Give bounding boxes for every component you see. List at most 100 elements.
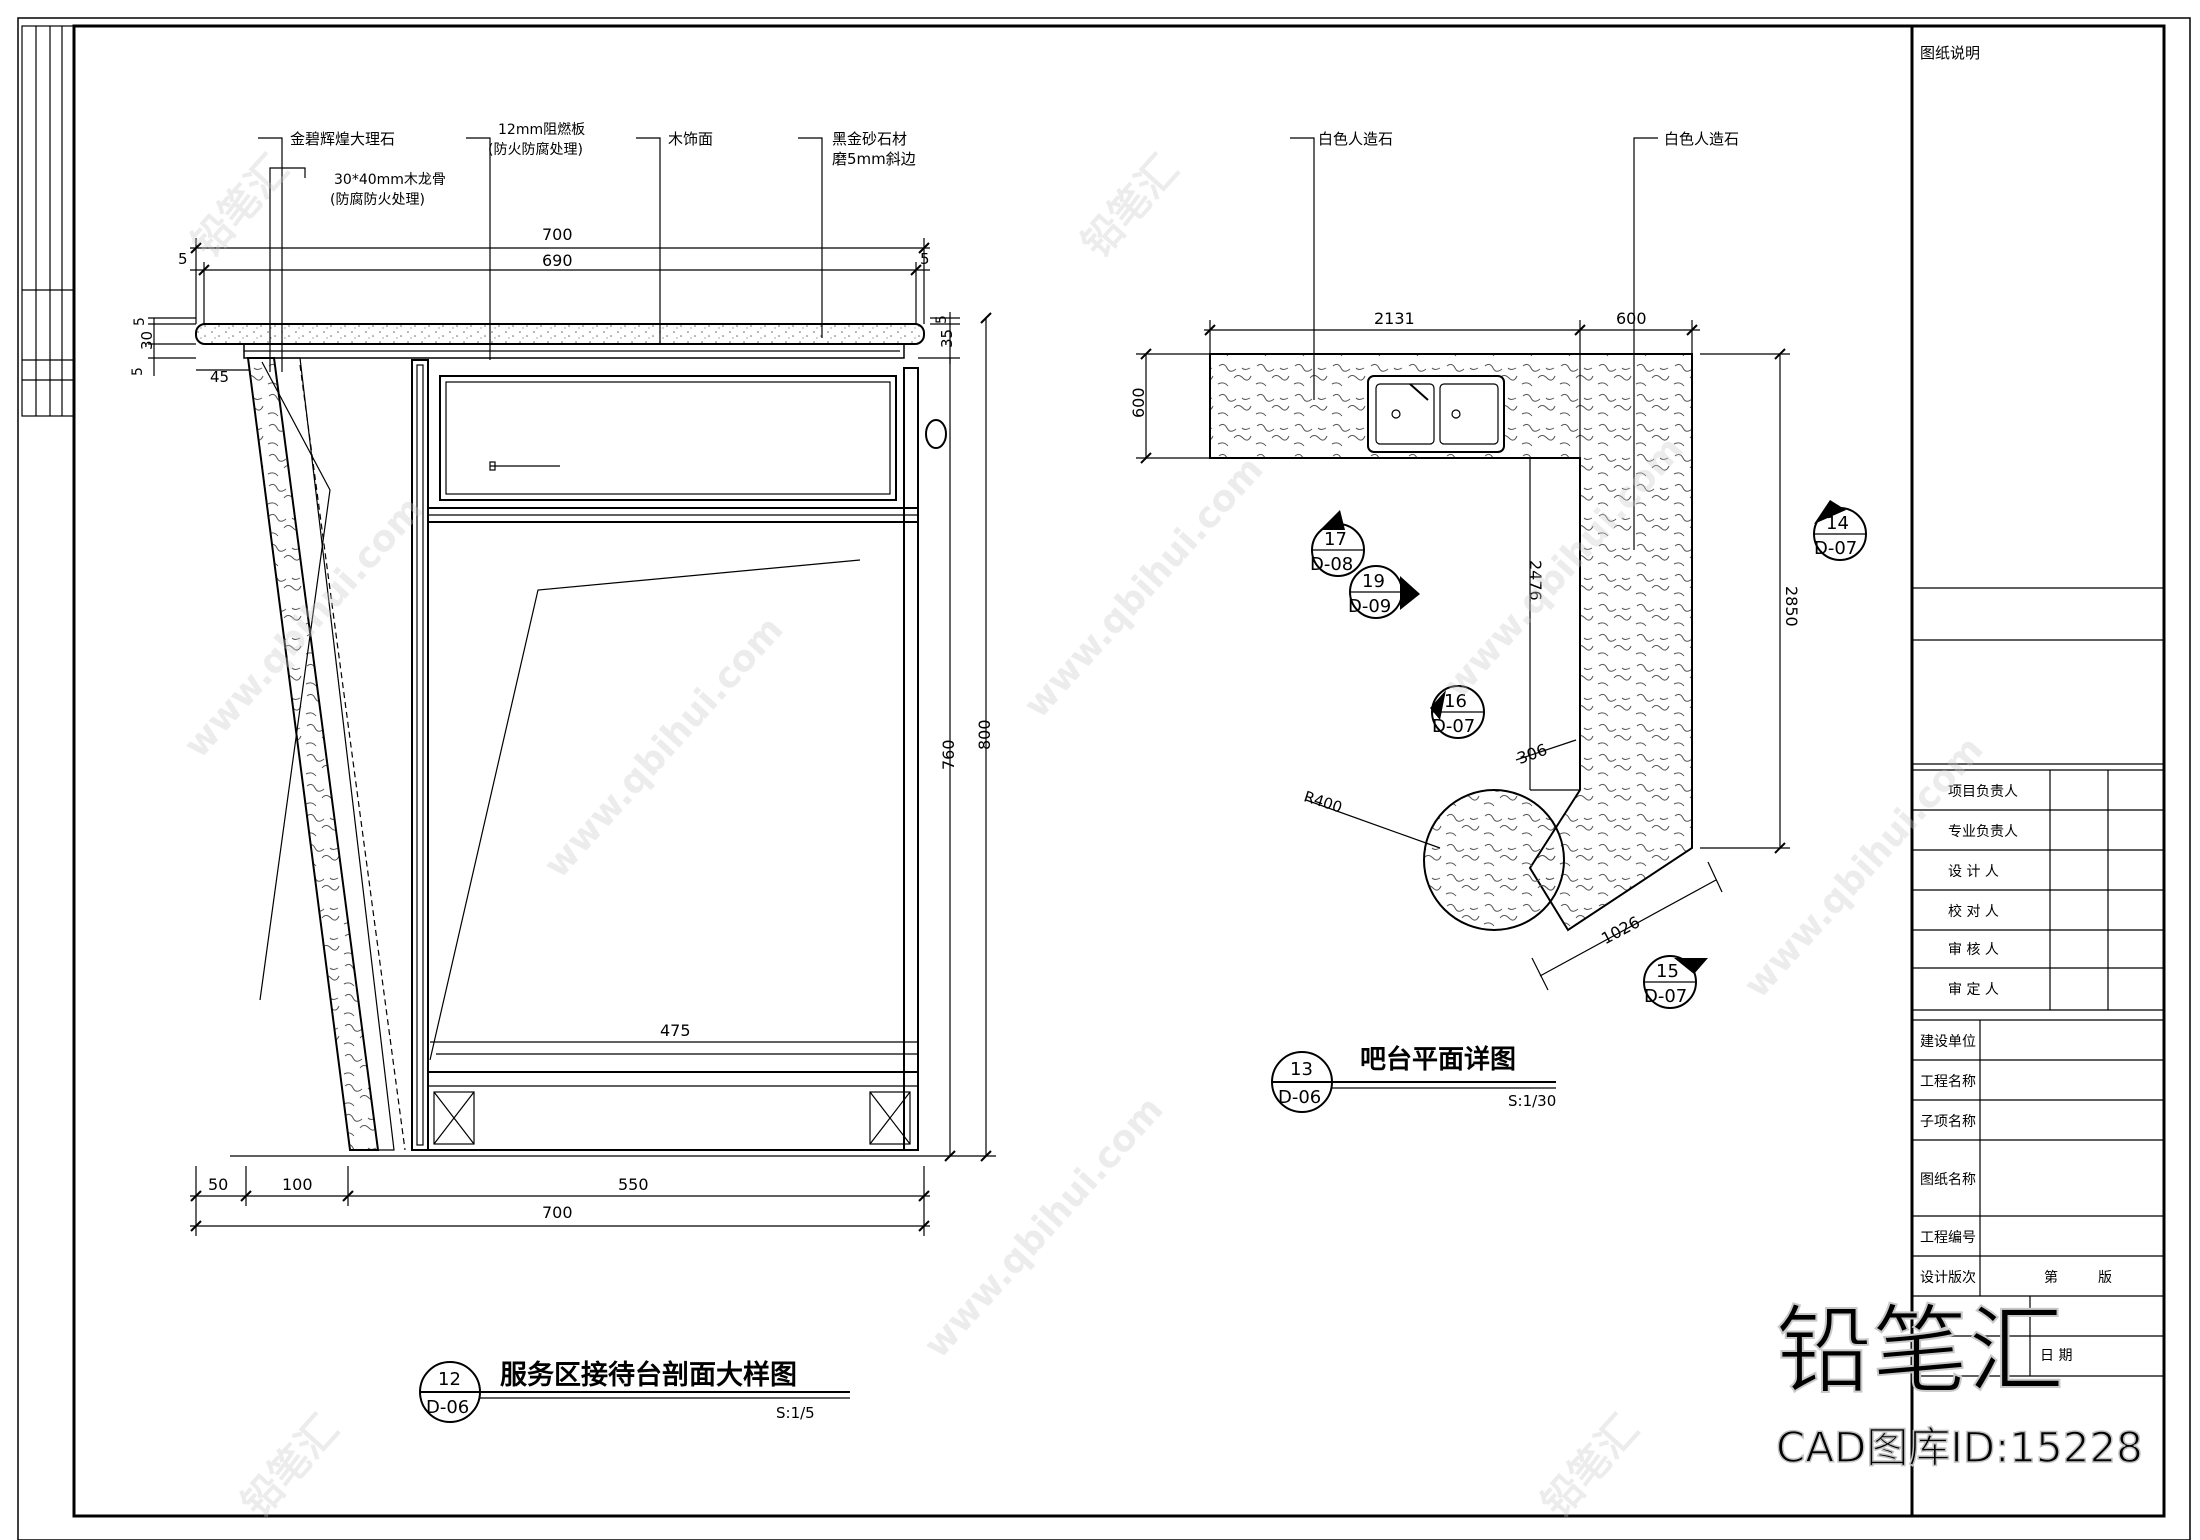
tb-field-4: 图纸名称 <box>1920 1172 1976 1188</box>
callout-19-ref: D-09 <box>1348 596 1391 617</box>
callout-14-ref: D-07 <box>1814 538 1857 559</box>
tb-header: 图纸说明 <box>1920 44 1980 62</box>
dim-760: 760 <box>939 739 958 770</box>
callout-14-num: 14 <box>1826 513 1849 534</box>
dim-bottom-100: 100 <box>282 1175 313 1194</box>
callout-17: 17 D-08 <box>1310 510 1365 577</box>
note-marble: 金碧辉煌大理石 <box>290 130 395 148</box>
note-veneer: 木饰面 <box>668 130 713 148</box>
dim-bottom-700: 700 <box>542 1203 573 1222</box>
dim-bottom-50: 50 <box>208 1175 228 1194</box>
tb-role-2: 专业负责人 <box>1948 824 2018 840</box>
watermark-brand-1: 铅笔汇 <box>183 147 297 267</box>
plan-dim-600-top: 600 <box>1616 309 1647 328</box>
tb-role-3: 设 计 人 <box>1948 864 1999 880</box>
sheet-outer-border <box>17 17 2191 1540</box>
watermark-brand-4: 铅笔汇 <box>1533 1407 1647 1527</box>
section-title: 服务区接待台剖面大样图 <box>500 1359 797 1391</box>
sink-basin <box>1367 375 1505 453</box>
note-board-treat: (防火防腐处理) <box>488 141 583 158</box>
round-table-top <box>1423 789 1565 931</box>
note-keel: 30*40mm木龙骨 <box>334 172 446 188</box>
binding-strip <box>21 25 75 417</box>
tb-field-5: 工程编号 <box>1920 1230 1976 1246</box>
tb-role-5: 审 核 人 <box>1948 942 1999 958</box>
plan-dim-600-left: 600 <box>1129 387 1148 418</box>
note-board: 12mm阻燃板 <box>498 121 585 138</box>
plan-dim-1026: 1026 <box>1598 912 1643 948</box>
watermark-url-3: www.qbihui.com <box>1016 449 1271 726</box>
watermark-url-5: www.qbihui.com <box>916 1089 1171 1366</box>
callout-16: 16 D-07 <box>1430 685 1485 739</box>
title-block: 图纸说明 项目负责人 专业负责人 设 计 人 校 对 人 审 核 人 审 定 人… <box>1910 26 2164 1516</box>
watermark-brand-large: 铅笔汇 <box>1776 1295 2064 1407</box>
watermark-url-2: www.qbihui.com <box>536 609 791 886</box>
tb-role-6: 审 定 人 <box>1948 982 1999 998</box>
note-stone: 黑金砂石材 <box>832 130 907 148</box>
dim-top-5-right: 5 <box>920 250 930 268</box>
note-keel-treat: (防腐防火处理) <box>330 191 425 208</box>
plan-title-tag: 13 D-06 吧台平面详图 S:1/30 <box>1271 1044 1556 1113</box>
tb-field-2: 工程名称 <box>1920 1074 1976 1090</box>
drawer-box <box>439 375 897 501</box>
plan-dim-2476: 2476 <box>1526 560 1545 601</box>
section-drawing: 金碧辉煌大理石 30*40mm木龙骨 (防腐防火处理) 12mm阻燃板 (防火防… <box>130 121 996 1423</box>
watermark-cad-id: CAD图库ID:15228 <box>1776 1423 2143 1472</box>
watermark-brand-3: 铅笔汇 <box>233 1407 347 1527</box>
note-stone-bevel: 磨5mm斜边 <box>832 150 916 168</box>
front-marble-panel <box>246 357 380 1151</box>
dim-left-30: 30 <box>138 331 156 350</box>
tb-role-4: 校 对 人 <box>1948 903 1999 920</box>
callout-14: 14 D-07 <box>1813 500 1867 561</box>
plan-dim-2131: 2131 <box>1374 309 1415 328</box>
tb-field-1: 建设单位 <box>1920 1034 1976 1050</box>
plan-scale: S:1/30 <box>1508 1092 1556 1110</box>
plan-dim-r400: R400 <box>1302 787 1345 816</box>
tb-date-label: 日 期 <box>2040 1348 2072 1364</box>
sheet-inner-border <box>72 24 2166 1518</box>
plan-title: 吧台平面详图 <box>1360 1044 1516 1075</box>
callout-17-ref: D-08 <box>1310 554 1353 575</box>
plan-number: 13 <box>1290 1059 1313 1080</box>
plan-dim-306: 306 <box>1514 740 1549 768</box>
tb-field-3: 子项名称 <box>1920 1114 1976 1130</box>
callout-15-num: 15 <box>1656 961 1679 982</box>
plan-dim-2850: 2850 <box>1782 586 1801 627</box>
inner-frame-left <box>411 359 429 1151</box>
section-title-tag: 12 D-06 服务区接待台剖面大样图 S:1/5 <box>419 1359 850 1423</box>
dim-top-5-left: 5 <box>178 250 188 268</box>
plan-sheet-ref: D-06 <box>1278 1087 1321 1108</box>
tb-field-6: 设计版次 <box>1920 1270 1976 1286</box>
plan-note-1: 白色人造石 <box>1318 130 1393 148</box>
tb-role-1: 项目负责人 <box>1948 784 2018 800</box>
dim-left-45: 45 <box>210 368 229 386</box>
callout-19: 19 D-09 <box>1348 565 1420 619</box>
countertop-stone <box>195 323 925 345</box>
dim-left-5-bottom: 5 <box>130 367 146 376</box>
callout-16-ref: D-07 <box>1432 716 1475 737</box>
section-number: 12 <box>438 1369 461 1390</box>
dim-800: 800 <box>975 719 994 750</box>
dim-top-690: 690 <box>542 251 573 270</box>
dim-top-700: 700 <box>542 225 573 244</box>
callout-16-num: 16 <box>1444 691 1467 712</box>
callout-17-num: 17 <box>1324 529 1347 550</box>
tb-version-suffix: 版 <box>2098 1270 2112 1286</box>
callout-15-ref: D-07 <box>1644 986 1687 1007</box>
dim-right-35: 35 <box>938 329 956 348</box>
section-sheet-ref: D-06 <box>426 1397 469 1418</box>
right-side-panel <box>903 367 919 1151</box>
dim-bottom-550: 550 <box>618 1175 649 1194</box>
plan-note-2: 白色人造石 <box>1664 130 1739 148</box>
watermark-brand-2: 铅笔汇 <box>1073 147 1187 267</box>
section-scale: S:1/5 <box>776 1404 815 1422</box>
callout-19-num: 19 <box>1362 571 1385 592</box>
dim-right-5: 5 <box>934 315 950 324</box>
handle-profile <box>925 419 947 449</box>
tb-version-prefix: 第 <box>2044 1269 2058 1286</box>
dim-475: 475 <box>660 1021 691 1040</box>
dim-left-5-top: 5 <box>132 317 148 326</box>
base-plinth <box>427 1071 919 1151</box>
callout-15: 15 D-07 <box>1643 955 1708 1009</box>
